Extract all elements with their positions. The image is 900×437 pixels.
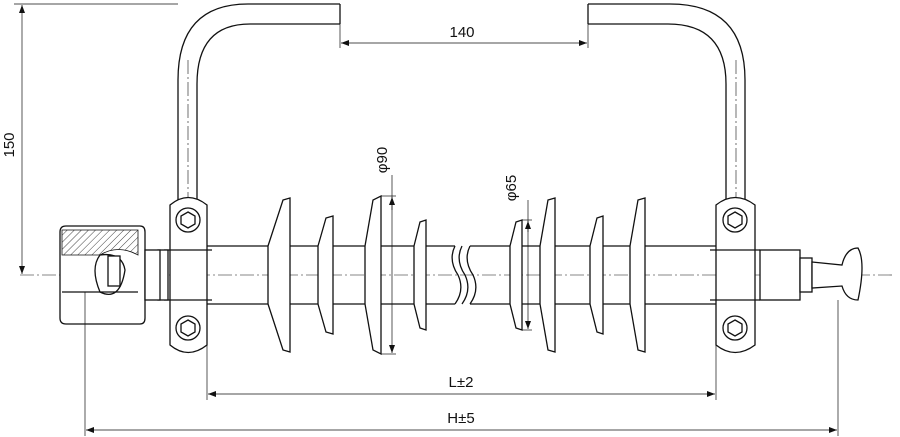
dim-length-H: H±5	[84, 292, 839, 436]
sheds-left	[267, 194, 427, 356]
dim-arm-gap: 140	[339, 24, 589, 48]
sheds-right	[509, 197, 646, 353]
dim-shed-small-label: φ65	[503, 175, 520, 201]
left-arc-horn	[177, 3, 341, 200]
left-clamp	[157, 196, 212, 354]
dim-arm-gap-label: 140	[449, 24, 474, 41]
ball-end-fitting	[759, 247, 863, 301]
dim-shed-small: φ65	[503, 175, 532, 331]
dim-arm-height: 150	[1, 3, 178, 274]
dim-length-L: L±2	[206, 345, 717, 400]
dim-shed-large: φ90	[374, 147, 396, 355]
dim-shed-large-label: φ90	[374, 147, 391, 173]
dim-arm-height-label: 150	[1, 132, 18, 157]
right-arc-horn	[587, 3, 746, 200]
dim-length-H-label: H±5	[447, 410, 474, 427]
socket-end-fitting	[59, 225, 161, 325]
right-clamp	[710, 196, 760, 354]
dim-length-L-label: L±2	[449, 374, 474, 391]
